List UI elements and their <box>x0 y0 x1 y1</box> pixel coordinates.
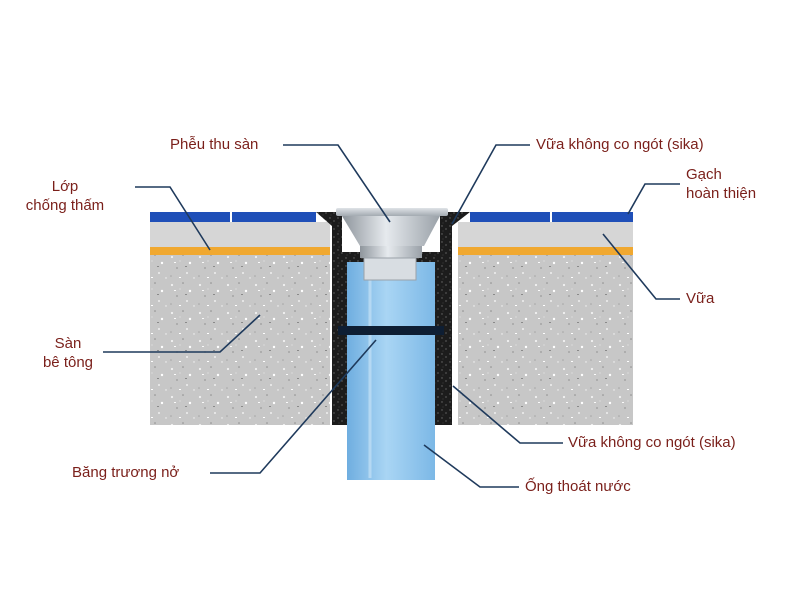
mortar-bed-right <box>458 222 633 247</box>
label-floor-drain: Phễu thu sàn <box>170 136 259 153</box>
concrete-slab-left <box>150 255 330 425</box>
mortar-bed-left <box>150 222 330 247</box>
label-swelling-band: Băng trương nở <box>72 464 180 481</box>
waterproof-layer-right <box>458 247 633 255</box>
label-finish-tile-line2: hoàn thiện <box>686 185 757 202</box>
label-finish-tile-line1: Gạch <box>686 166 722 183</box>
floor-drain-funnel <box>336 208 448 281</box>
concrete-slab-right <box>458 255 633 425</box>
label-slab-line1: Sàn <box>54 335 82 352</box>
label-slab-line2: bê tông <box>42 354 94 371</box>
label-waterproof-line2: chống thấm <box>25 197 105 214</box>
label-drain-pipe: Ống thoát nước <box>525 478 631 495</box>
label-waterproof-layer: Lớp chống thấm <box>0 177 130 215</box>
drain-pipe <box>347 262 435 480</box>
waterproof-layer-left <box>150 247 330 255</box>
label-waterproof-line1: Lớp <box>51 178 79 195</box>
leader-lines <box>103 144 680 488</box>
swelling-band <box>338 326 444 335</box>
label-sika-bottom: Vữa không co ngót (sika) <box>568 434 736 451</box>
label-concrete-slab: Sàn bê tông <box>28 334 108 372</box>
label-finish-tile: Gạch hoàn thiện <box>686 165 756 203</box>
label-sika-top: Vữa không co ngót (sika) <box>536 136 704 153</box>
label-mortar: Vữa <box>686 290 715 307</box>
finish-tiles <box>150 212 633 222</box>
